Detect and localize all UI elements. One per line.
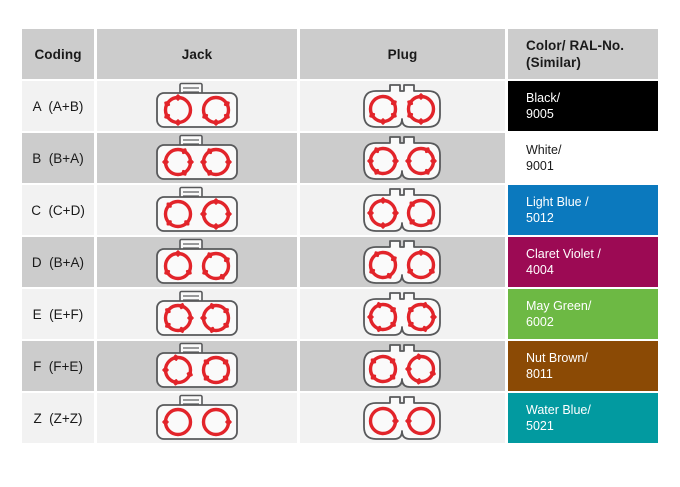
- jack-cell: [97, 289, 300, 341]
- column-header-color-line1: Color/ RAL-No.: [526, 37, 625, 53]
- jack-connector-icon: [97, 289, 297, 339]
- color-name: Water Blue/: [526, 402, 591, 417]
- column-header-color-line2: (Similar): [526, 55, 581, 70]
- ral-number: 9005: [526, 107, 554, 121]
- ral-number: 8011: [526, 367, 553, 381]
- plug-cell: [300, 341, 508, 393]
- ral-number: 5021: [526, 419, 554, 433]
- coding-label: A (A+B): [22, 81, 97, 133]
- color-name: White/: [526, 142, 562, 157]
- ral-number: 6002: [526, 315, 554, 329]
- jack-connector-icon: [97, 237, 297, 287]
- jack-cell: [97, 133, 300, 185]
- color-swatch: May Green/6002: [508, 289, 658, 341]
- ral-number: 5012: [526, 211, 554, 225]
- plug-connector-icon: [300, 133, 505, 183]
- plug-cell: [300, 237, 508, 289]
- jack-cell: [97, 237, 300, 289]
- plug-cell: [300, 81, 508, 133]
- color-swatch: Claret Violet / 4004: [508, 237, 658, 289]
- jack-connector-icon: [97, 185, 297, 235]
- jack-cell: [97, 185, 300, 237]
- table-row: Z (Z+Z) Water Blue/5021: [22, 393, 658, 445]
- color-swatch: Light Blue / 5012: [508, 185, 658, 237]
- column-header-plug: Plug: [300, 29, 508, 81]
- coding-label: E (E+F): [22, 289, 97, 341]
- table-header: Coding Jack Plug Color/ RAL-No. (Similar…: [22, 29, 658, 81]
- coding-label: D (B+A): [22, 237, 97, 289]
- jack-cell: [97, 393, 300, 445]
- color-name: Light Blue /: [526, 194, 589, 209]
- plug-connector-icon: [300, 393, 505, 443]
- color-name: May Green/: [526, 298, 592, 313]
- table-row: C (C+D) Light Blue / 5012: [22, 185, 658, 237]
- coding-label: C (C+D): [22, 185, 97, 237]
- column-header-coding: Coding: [22, 29, 97, 81]
- color-name: Nut Brown/: [526, 350, 588, 365]
- coding-label: B (B+A): [22, 133, 97, 185]
- jack-cell: [97, 81, 300, 133]
- color-swatch: White/9001: [508, 133, 658, 185]
- header-row: Coding Jack Plug Color/ RAL-No. (Similar…: [22, 29, 658, 81]
- table-row: F (F+E) Nut Brown/8011: [22, 341, 658, 393]
- plug-connector-icon: [300, 289, 505, 339]
- color-name: Claret Violet /: [526, 246, 601, 261]
- table-row: E (E+F) May Green/6002: [22, 289, 658, 341]
- jack-connector-icon: [97, 341, 297, 391]
- table-row: B (B+A) White/9001: [22, 133, 658, 185]
- table-row: A (A+B) Black/9005: [22, 81, 658, 133]
- table-row: D (B+A) Claret Violet / 4004: [22, 237, 658, 289]
- plug-connector-icon: [300, 81, 505, 131]
- plug-cell: [300, 185, 508, 237]
- jack-connector-icon: [97, 393, 297, 443]
- ral-number: 4004: [526, 263, 554, 277]
- connector-coding-table: Coding Jack Plug Color/ RAL-No. (Similar…: [22, 29, 658, 445]
- jack-cell: [97, 341, 300, 393]
- ral-number: 9001: [526, 159, 554, 173]
- color-swatch: Water Blue/5021: [508, 393, 658, 445]
- column-header-jack: Jack: [97, 29, 300, 81]
- plug-connector-icon: [300, 185, 505, 235]
- coding-label: Z (Z+Z): [22, 393, 97, 445]
- plug-cell: [300, 133, 508, 185]
- plug-connector-icon: [300, 237, 505, 287]
- plug-connector-icon: [300, 341, 505, 391]
- plug-cell: [300, 289, 508, 341]
- plug-cell: [300, 393, 508, 445]
- jack-connector-icon: [97, 133, 297, 183]
- color-name: Black/: [526, 90, 561, 105]
- jack-connector-icon: [97, 81, 297, 131]
- color-swatch: Nut Brown/8011: [508, 341, 658, 393]
- coding-label: F (F+E): [22, 341, 97, 393]
- color-swatch: Black/9005: [508, 81, 658, 133]
- column-header-color: Color/ RAL-No. (Similar): [508, 29, 658, 81]
